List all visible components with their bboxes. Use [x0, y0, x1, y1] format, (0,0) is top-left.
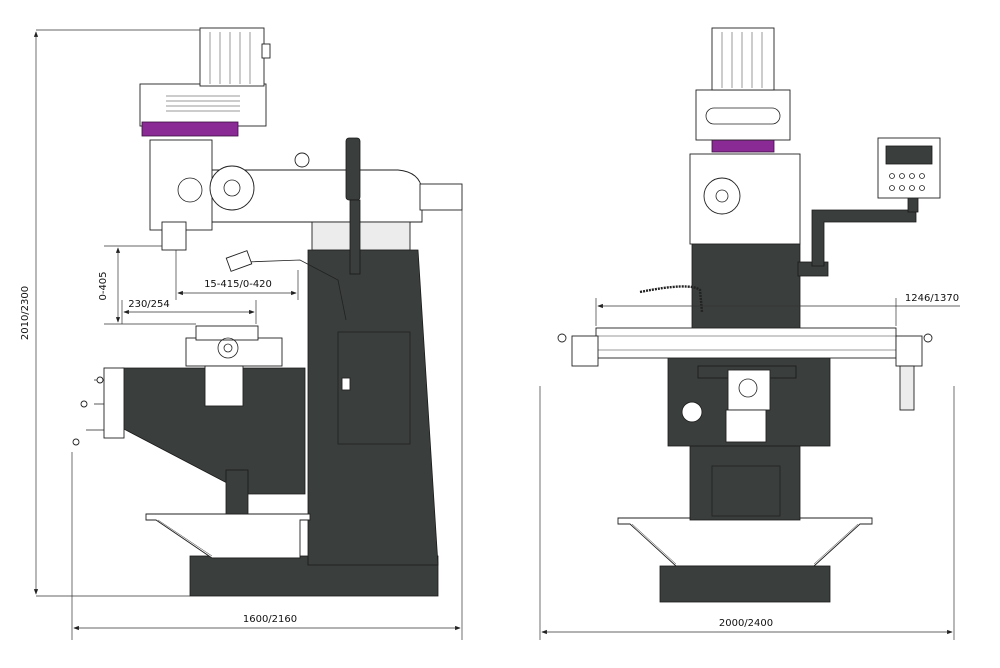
- front-right-knob: [923, 333, 933, 343]
- side-vise: [195, 325, 259, 341]
- side-head-dial: [209, 165, 255, 211]
- side-view: [72, 27, 463, 597]
- side-column: [307, 249, 439, 566]
- dim-saddle-travel-label: 230/254: [128, 299, 170, 310]
- dim-side-width-label: 1600/2160: [243, 614, 297, 625]
- side-coolant-tray: [145, 513, 311, 559]
- side-saddle-block: [204, 365, 244, 407]
- front-left-knob: [557, 333, 567, 343]
- front-coolant-hose: [639, 285, 704, 313]
- front-column-upper: [691, 243, 801, 331]
- side-ram: [201, 169, 423, 223]
- side-accent-band: [141, 121, 239, 137]
- side-turret: [311, 221, 411, 251]
- side-coolant-hose: [245, 259, 347, 321]
- side-ram-rear: [419, 183, 463, 211]
- front-right-handwheel-housing: [895, 335, 923, 367]
- dim-front-table-label: 1246/1370: [905, 293, 959, 304]
- front-table: [595, 327, 897, 359]
- side-motor-box: [261, 43, 271, 59]
- dim-knee-travel-label: 0-405: [98, 271, 109, 300]
- side-lifting-eye: [294, 152, 310, 168]
- front-base: [659, 565, 831, 603]
- front-motor: [711, 27, 775, 91]
- side-crank-knob-2: [80, 400, 88, 408]
- side-crank-knob-3: [72, 438, 80, 446]
- dimension-lines: [33, 29, 960, 640]
- side-belt-housing: [139, 83, 267, 127]
- side-head: [149, 139, 213, 231]
- side-quill: [161, 221, 187, 251]
- dim-front-width-label: 2000/2400: [719, 618, 773, 629]
- front-vise: [727, 369, 771, 411]
- side-door-latch: [341, 377, 351, 391]
- front-left-handwheel-housing: [571, 335, 599, 367]
- dim-overall-height-label: 2010/2300: [20, 286, 31, 340]
- front-belt-housing: [695, 89, 791, 141]
- side-table: [185, 337, 283, 367]
- front-right-feed-box: [899, 365, 915, 411]
- side-power-feed-handle: [345, 137, 361, 201]
- side-power-feed-rod: [349, 199, 361, 275]
- dim-table-travel-label: 15-415/0-420: [204, 279, 272, 290]
- front-head-handwheel: [703, 177, 741, 215]
- front-dro-arm: [811, 209, 917, 267]
- front-coolant-tray: [617, 517, 873, 567]
- side-coolant-nozzle: [225, 250, 253, 272]
- side-motor: [199, 27, 265, 87]
- side-column-door: [337, 331, 411, 445]
- front-knee-dial: [681, 401, 703, 423]
- side-knee-handwheel-housing: [103, 367, 125, 439]
- side-knee-pedestal: [225, 469, 249, 515]
- side-crank-knob-1: [96, 376, 104, 384]
- front-column-lower: [689, 439, 801, 521]
- front-saddle-block: [725, 409, 767, 443]
- front-dro-screen: [885, 145, 933, 165]
- front-column-window: [711, 465, 781, 517]
- front-view: [557, 27, 941, 603]
